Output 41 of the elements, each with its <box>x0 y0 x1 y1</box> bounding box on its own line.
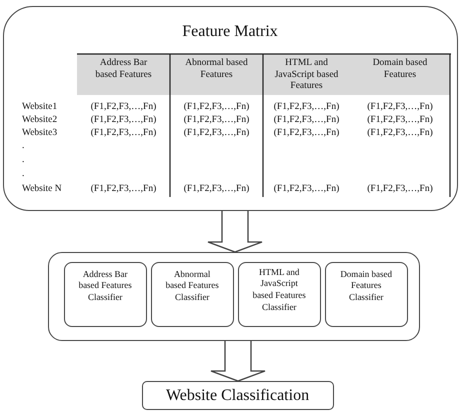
feature-vector: (F1,F2,F3,…,Fn) <box>272 127 340 139</box>
classifier-name: Domain based Features Classifier <box>339 268 394 304</box>
feature-vector: (F1,F2,F3,…,Fn) <box>272 114 340 126</box>
feature-vector: (F1,F2,F3,…,Fn) <box>272 183 340 195</box>
result-text: Website Classification <box>164 386 310 406</box>
classifier-name: Abnormal based Features Classifier <box>164 268 220 304</box>
feature-vector: (F1,F2,F3,…,Fn) <box>272 101 340 113</box>
feature-vector: (F1,F2,F3,…,Fn) <box>366 101 434 113</box>
feature-vector: (F1,F2,F3,…,Fn) <box>90 101 158 113</box>
column-header: Abnormal based Features <box>170 54 263 95</box>
feature-vector: (F1,F2,F3,…,Fn) <box>182 127 250 139</box>
feature-vector: (F1,F2,F3,…,Fn) <box>366 183 434 195</box>
feature-vector: (F1,F2,F3,…,Fn) <box>90 183 158 195</box>
classifier-card <box>238 262 321 327</box>
row-label: Website3 <box>22 127 58 139</box>
ellipsis-dot: . <box>22 140 24 152</box>
ellipsis-dot: . <box>22 154 24 166</box>
classifier-card <box>324 262 408 327</box>
feature-vector: (F1,F2,F3,…,Fn) <box>366 114 434 126</box>
classifier-group-panel <box>48 252 420 341</box>
row-label: Website2 <box>22 114 58 126</box>
feature-vector: (F1,F2,F3,…,Fn) <box>182 183 250 195</box>
classifier-card <box>150 262 234 327</box>
classifier-card <box>64 262 147 327</box>
panel-title: Feature Matrix <box>181 22 279 42</box>
result-box <box>142 381 334 410</box>
column-header: Domain based Features <box>350 54 450 95</box>
feature-vector: (F1,F2,F3,…,Fn) <box>90 127 158 139</box>
ellipsis-dot: . <box>22 168 24 180</box>
feature-vector: (F1,F2,F3,…,Fn) <box>182 114 250 126</box>
feature-vector: (F1,F2,F3,…,Fn) <box>90 114 158 126</box>
block-arrow <box>210 340 266 382</box>
feature-vector: (F1,F2,F3,…,Fn) <box>182 101 250 113</box>
row-label: Website N <box>22 183 62 195</box>
classifier-name: Address Bar based Features Classifier <box>78 268 133 304</box>
block-arrow <box>207 210 263 253</box>
row-label: Website1 <box>22 101 58 113</box>
column-header: HTML and JavaScript based Features <box>263 54 350 95</box>
classifier-name: HTML and JavaScript based Features Classifier <box>252 266 307 314</box>
feature-vector: (F1,F2,F3,…,Fn) <box>366 127 434 139</box>
column-header: Address Bar based Features <box>77 54 170 95</box>
